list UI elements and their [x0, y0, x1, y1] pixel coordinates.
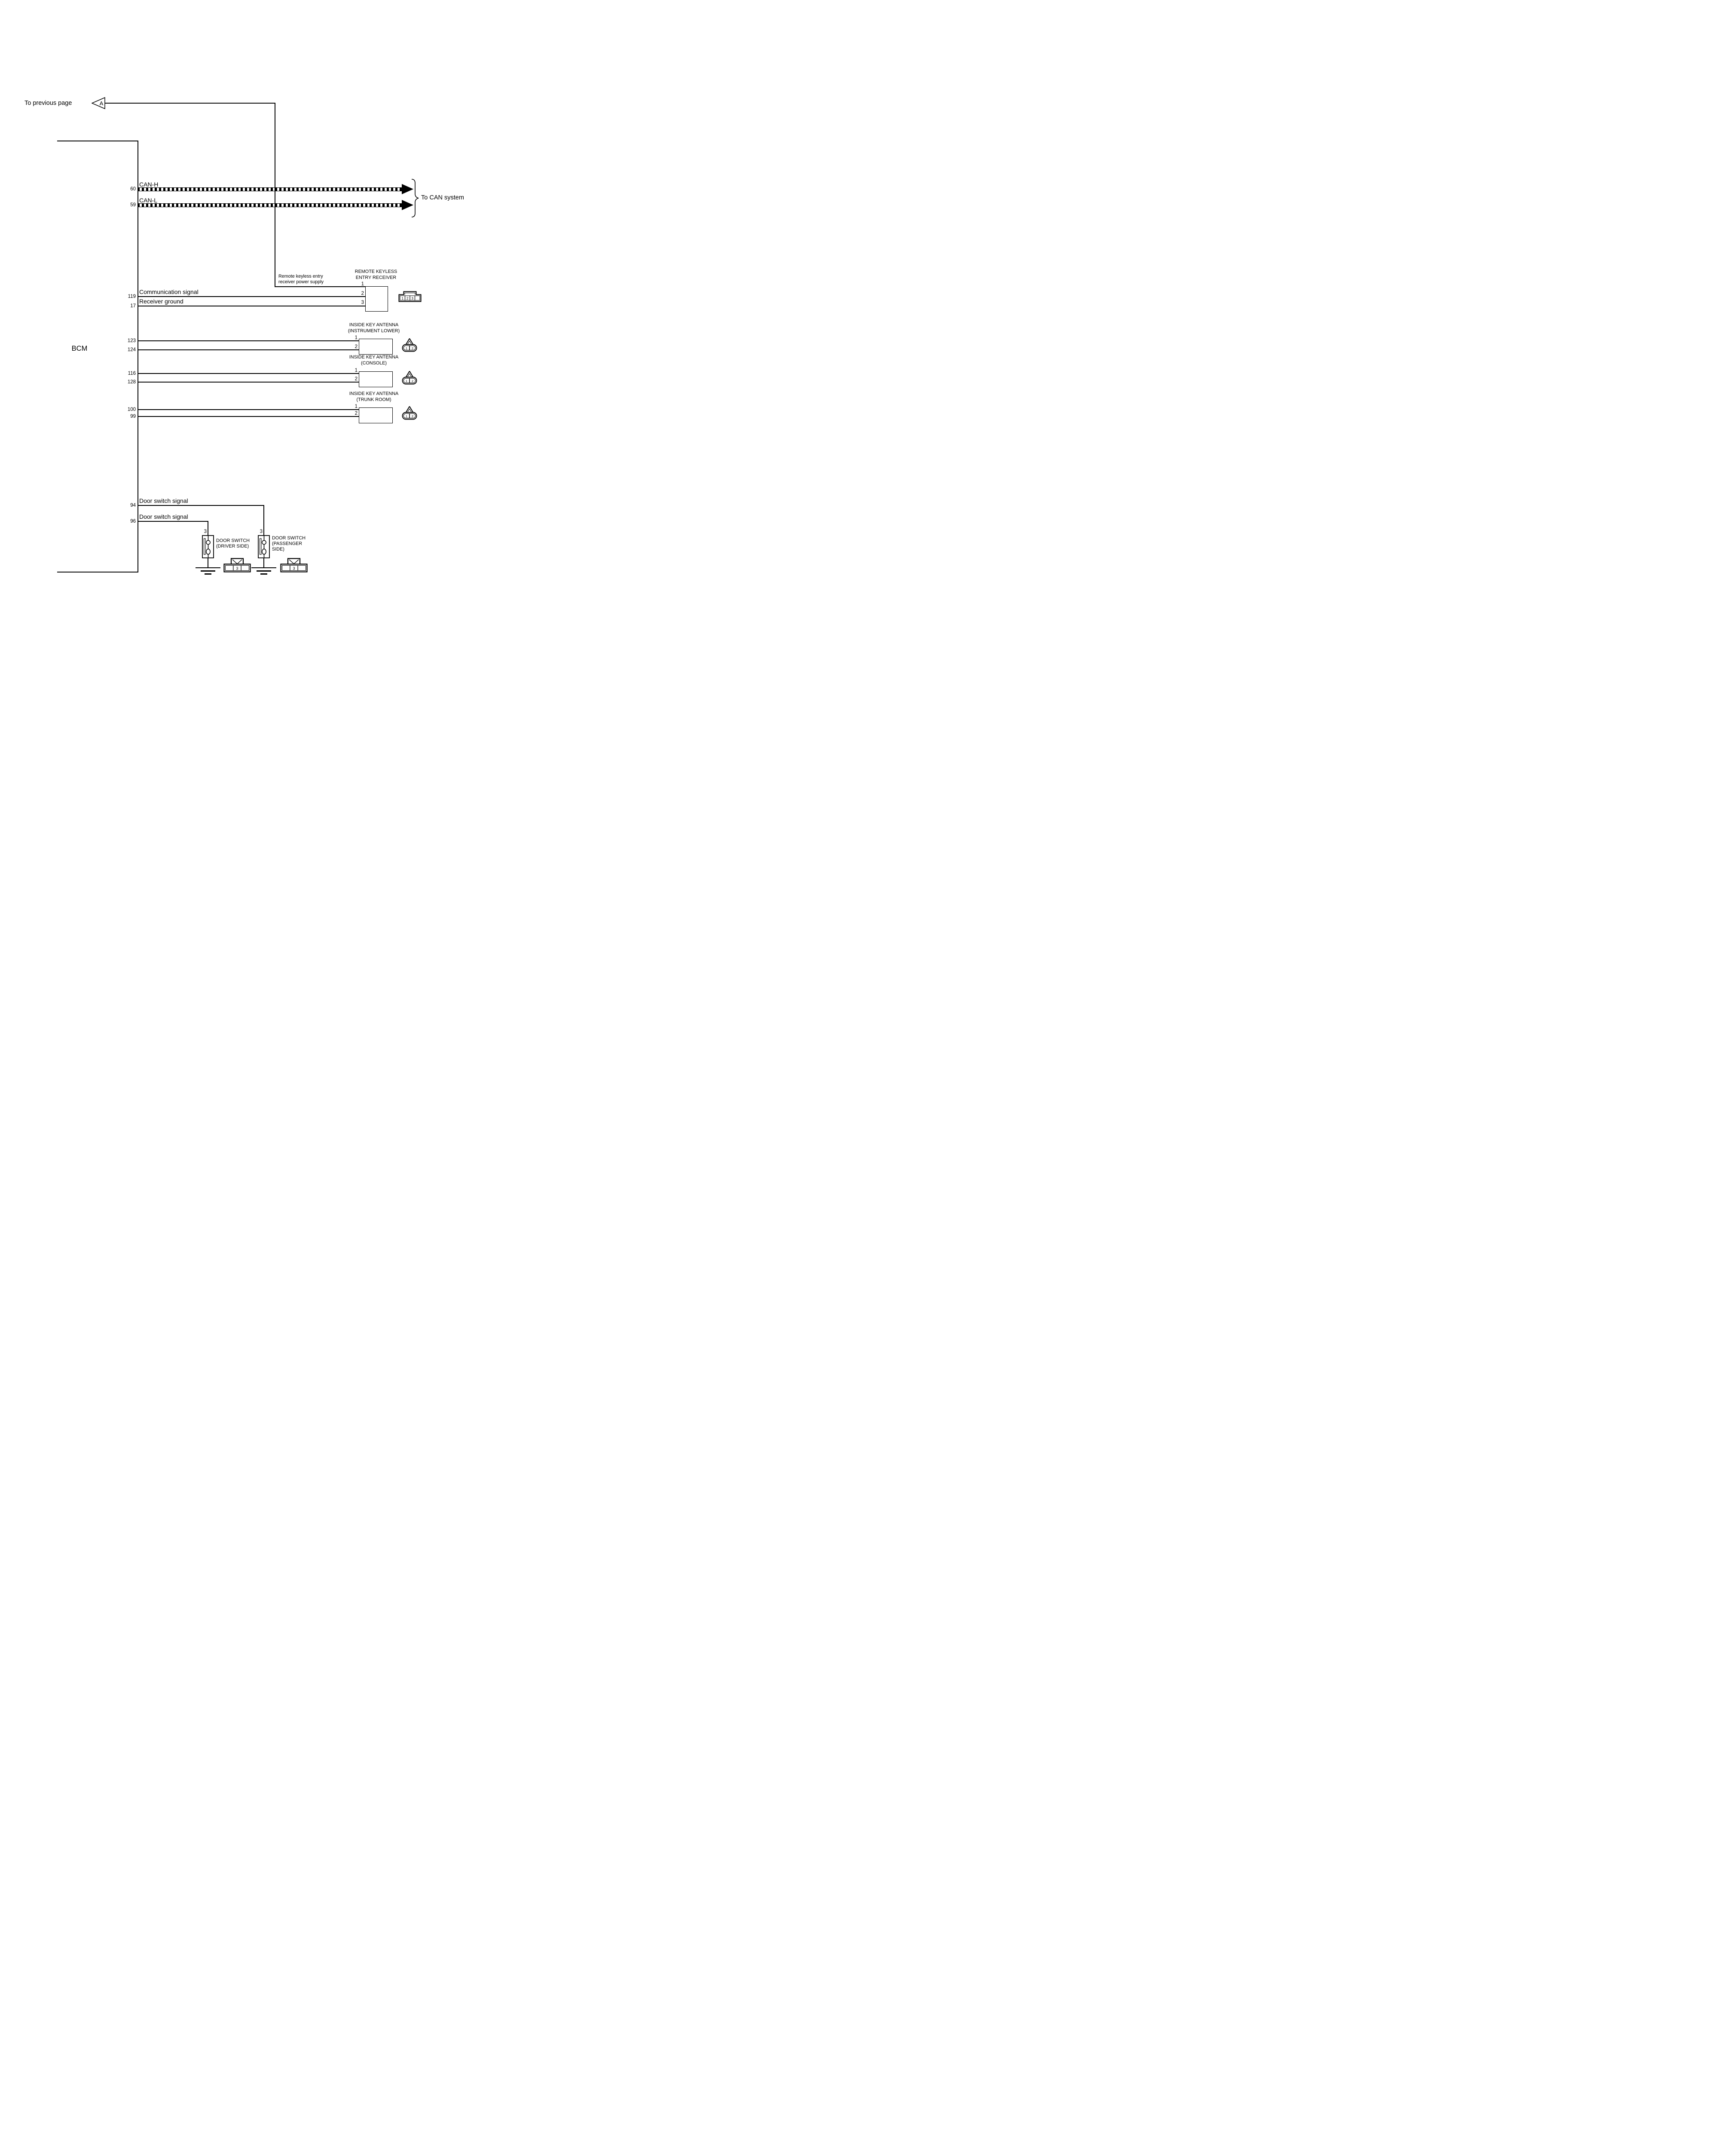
antenna2-wire-1 [138, 373, 359, 374]
bcm-pin-100: 100 [127, 407, 136, 412]
antenna3-pin-2: 2 [355, 411, 358, 416]
antenna1-wire-1 [138, 340, 359, 341]
prev-page-label: To previous page [24, 100, 72, 107]
antenna1-pin-1: 1 [355, 335, 358, 340]
antenna2-wire-2 [138, 382, 359, 383]
bcm-pin-128: 128 [127, 380, 136, 385]
can-l-arrowhead-icon [402, 200, 413, 210]
antenna3-box [359, 407, 393, 423]
bcm-pin-116: 116 [128, 371, 136, 376]
wiring-diagram-page: To previous page A BCM 60 59 CAN-H CAN-L… [0, 0, 496, 672]
receiver-connector-cavity-2: 2 [406, 297, 409, 300]
antenna2-connector-cavity-2: 2 [412, 379, 413, 383]
bcm-pin-124: 124 [127, 347, 136, 352]
antenna3-wire-2 [138, 416, 359, 417]
bcm-pin-94: 94 [130, 503, 136, 508]
can-l-label: CAN-L [139, 197, 158, 204]
door-switch-passenger-name-line1: DOOR SWITCH [272, 536, 306, 541]
door-switch-driver-name-line2: (DRIVER SIDE) [216, 544, 249, 549]
antenna3-wire-1 [138, 409, 359, 410]
door-switch-driver-connector-icon: 3 [223, 558, 251, 572]
bcm-pin-17: 17 [130, 303, 136, 309]
antenna3-title-line1: INSIDE KEY ANTENNA [349, 391, 399, 396]
bcm-pin-59: 59 [130, 202, 136, 208]
door-switch-passenger-symbol [258, 535, 270, 558]
antenna2-connector-icon: 1 2 [402, 371, 417, 385]
door-signal-label-1: Door switch signal [139, 497, 188, 504]
antenna1-box [359, 339, 393, 355]
antenna2-box [359, 371, 393, 387]
door-switch-passenger-name-line3: SIDE) [272, 547, 284, 552]
bcm-box [57, 141, 138, 572]
page-link-wire [105, 103, 275, 104]
door-switch-driver-pin: 3 [204, 529, 207, 534]
antenna1-connector-cavity-1: 1 [406, 346, 407, 350]
can-l-wire [138, 203, 402, 207]
antenna1-pin-2: 2 [355, 344, 358, 349]
antenna2-title-line1: INSIDE KEY ANTENNA [349, 355, 399, 360]
can-system-label: To CAN system [421, 194, 464, 201]
driver-ground-line-1 [196, 567, 220, 568]
door-switch-passenger-name-line2: (PASSENGER [272, 541, 302, 546]
door-switch-driver-name-line1: DOOR SWITCH [216, 538, 250, 543]
prev-page-marker-letter: A [100, 100, 104, 107]
driver-ground-line-2 [201, 570, 215, 572]
receiver-power-label-line1: Remote keyless entry [278, 274, 323, 279]
door-wire-94-vertical [263, 505, 264, 535]
bcm-pin-60: 60 [130, 187, 136, 192]
antenna2-pin-2: 2 [355, 377, 358, 382]
receiver-box [365, 286, 388, 312]
can-h-label: CAN-H [139, 181, 159, 188]
can-brace-icon [411, 179, 419, 217]
bcm-pin-96: 96 [130, 519, 136, 524]
door-switch-passenger-ground-wire [263, 558, 264, 567]
receiver-pin-1: 1 [361, 282, 364, 287]
antenna2-title-line2: (CONSOLE) [361, 361, 387, 366]
driver-connector-cavity: 3 [236, 566, 238, 571]
antenna3-connector-icon: 1 2 [402, 406, 417, 420]
receiver-connector-cavity-3: 3 [411, 297, 413, 300]
comm-signal-label: Communication signal [139, 288, 199, 295]
door-switch-passenger-connector-icon: 3 [280, 558, 308, 572]
receiver-pin-3: 3 [361, 300, 364, 305]
passenger-ground-line-1 [251, 567, 276, 568]
comm-signal-wire [138, 296, 365, 297]
can-h-wire [138, 187, 402, 191]
antenna2-pin-1: 1 [355, 368, 358, 373]
antenna1-title-line1: INSIDE KEY ANTENNA [349, 322, 399, 328]
bcm-pin-119: 119 [128, 294, 136, 299]
receiver-pin-2: 2 [361, 291, 364, 296]
door-switch-driver-symbol [202, 535, 214, 558]
door-wire-96-horizontal [138, 521, 208, 522]
antenna3-connector-cavity-1: 1 [406, 414, 407, 418]
passenger-ground-line-3 [260, 573, 267, 575]
receiver-power-wire-horizontal [275, 286, 366, 287]
antenna3-pin-1: 1 [355, 404, 358, 409]
driver-ground-line-3 [205, 573, 211, 575]
bcm-pin-99: 99 [130, 414, 136, 419]
receiver-power-label-line2: receiver power supply [278, 279, 324, 285]
passenger-connector-cavity: 3 [293, 566, 295, 571]
receiver-connector-icon: 1 2 3 [398, 291, 422, 302]
receiver-title-line1: REMOTE KEYLESS [355, 269, 397, 274]
antenna3-connector-cavity-2: 2 [412, 414, 413, 418]
passenger-ground-line-2 [257, 570, 271, 572]
door-wire-94-horizontal [138, 505, 264, 506]
antenna1-connector-icon: 1 2 [402, 338, 417, 352]
antenna1-title-line2: (INSTRUMENT LOWER) [348, 328, 400, 334]
antenna1-wire-2 [138, 349, 359, 350]
prev-page-marker-icon: A [92, 97, 105, 109]
antenna1-connector-cavity-2: 2 [412, 346, 413, 350]
antenna3-title-line2: (TRUNK ROOM) [356, 397, 391, 402]
bcm-pin-123: 123 [127, 338, 136, 343]
receiver-connector-cavity-1: 1 [401, 297, 403, 300]
door-signal-label-2: Door switch signal [139, 513, 188, 520]
bcm-label: BCM [71, 345, 88, 352]
receiver-ground-label: Receiver ground [139, 298, 183, 305]
door-switch-passenger-pin: 3 [260, 529, 263, 534]
can-h-arrowhead-icon [402, 184, 413, 194]
receiver-title-line2: ENTRY RECEIVER [355, 275, 397, 280]
antenna2-connector-cavity-1: 1 [406, 379, 407, 383]
